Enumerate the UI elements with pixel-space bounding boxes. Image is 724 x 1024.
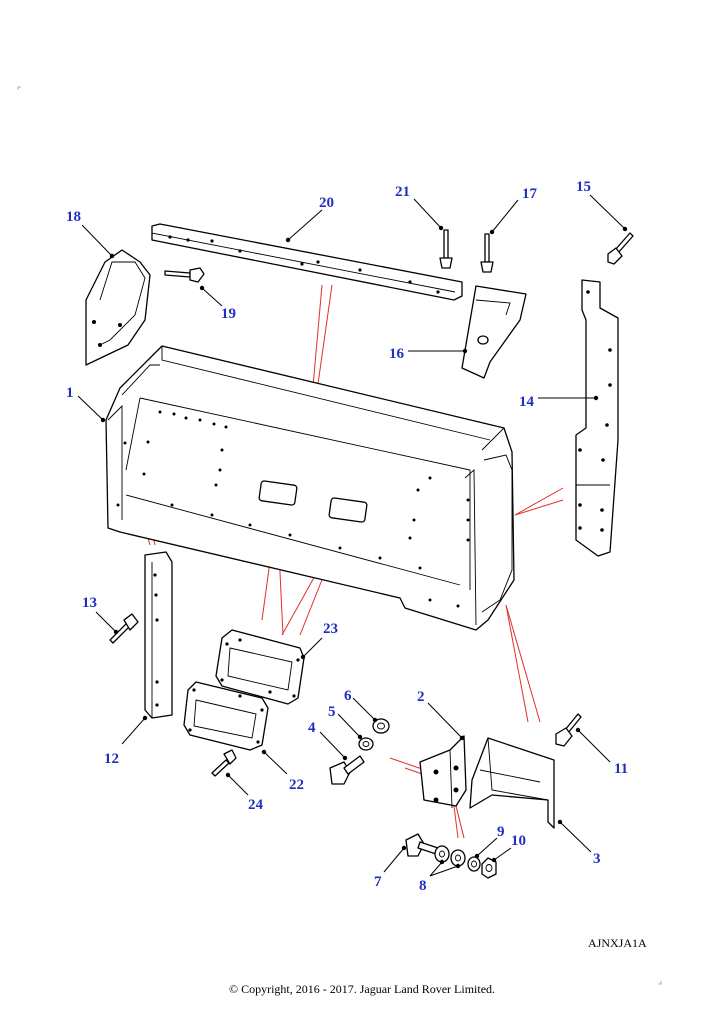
svg-text:20: 20 xyxy=(319,195,334,211)
corner-mark-top-left xyxy=(17,86,21,90)
callout-1: 1 xyxy=(66,385,106,423)
svg-text:14: 14 xyxy=(519,394,535,410)
callout-17: 17 xyxy=(489,186,538,235)
part-11-bolt xyxy=(555,713,582,747)
callout-11: 11 xyxy=(575,727,628,777)
svg-text:8: 8 xyxy=(419,878,427,894)
part-13-bolt xyxy=(109,613,139,644)
part-7-bolt xyxy=(405,833,439,857)
part-20-top-rail xyxy=(151,223,463,301)
callout-4: 4 xyxy=(308,720,348,761)
callout-14: 14 xyxy=(519,394,599,410)
part-2-bracket xyxy=(419,735,467,809)
svg-text:3: 3 xyxy=(593,851,601,867)
callout-24: 24 xyxy=(225,772,264,813)
svg-text:6: 6 xyxy=(344,688,352,704)
part-14-side-panel xyxy=(575,279,619,557)
svg-text:10: 10 xyxy=(511,833,526,849)
callout-20: 20 xyxy=(285,195,334,243)
svg-text:11: 11 xyxy=(614,761,628,777)
svg-text:19: 19 xyxy=(221,306,236,322)
svg-text:2: 2 xyxy=(417,689,425,705)
svg-text:1: 1 xyxy=(66,385,74,401)
svg-text:21: 21 xyxy=(395,184,410,200)
part-10-nut xyxy=(481,857,497,879)
callout-5: 5 xyxy=(328,704,363,740)
svg-text:23: 23 xyxy=(323,621,338,637)
callout-15: 15 xyxy=(576,179,628,232)
part-8-washers xyxy=(434,845,466,867)
callout-13: 13 xyxy=(82,595,119,635)
callout-7: 7 xyxy=(374,845,407,890)
callout-18: 18 xyxy=(66,209,115,259)
callout-6: 6 xyxy=(344,688,378,723)
callout-12: 12 xyxy=(104,715,148,767)
callout-16: 16 xyxy=(389,346,468,362)
part-5-washer xyxy=(358,737,374,751)
part-16-bracket xyxy=(461,285,527,379)
svg-text:12: 12 xyxy=(104,751,119,767)
diagram-reference-code: AJNXJA1A xyxy=(588,936,647,950)
part-18-bracket xyxy=(85,249,151,366)
part-3-bracket xyxy=(469,737,555,829)
callout-19: 19 xyxy=(199,285,236,322)
svg-text:5: 5 xyxy=(328,704,336,720)
copyright-notice: © Copyright, 2016 - 2017. Jaguar Land Ro… xyxy=(228,982,496,996)
svg-text:16: 16 xyxy=(389,346,405,362)
part-1-main-body xyxy=(105,345,515,631)
svg-text:13: 13 xyxy=(82,595,97,611)
corner-mark-bottom-right xyxy=(658,981,662,985)
callout-10: 10 xyxy=(491,833,526,863)
svg-text:4: 4 xyxy=(308,720,316,736)
callout-8: 8 xyxy=(419,859,461,894)
svg-text:15: 15 xyxy=(576,179,591,195)
callout-21: 21 xyxy=(395,184,444,231)
part-12-strip xyxy=(144,551,173,719)
callout-9: 9 xyxy=(474,824,505,859)
callout-3: 3 xyxy=(557,819,601,867)
svg-text:18: 18 xyxy=(66,209,81,225)
callout-23: 23 xyxy=(300,621,338,660)
part-17-bolt xyxy=(480,233,494,273)
part-21-bolt xyxy=(439,229,453,269)
part-22-gasket xyxy=(183,681,269,751)
svg-text:24: 24 xyxy=(248,797,264,813)
part-15-bolt xyxy=(607,232,634,265)
svg-text:9: 9 xyxy=(497,824,505,840)
svg-text:22: 22 xyxy=(289,777,304,793)
part-6-washer xyxy=(372,718,390,734)
body-holes xyxy=(116,410,470,608)
part-24-screw xyxy=(211,749,237,777)
callouts: 1 2 3 4 5 6 7 8 9 10 11 12 13 14 xyxy=(66,179,628,894)
part-4-bolt xyxy=(329,755,365,785)
callout-22: 22 xyxy=(261,749,304,793)
svg-text:17: 17 xyxy=(522,186,538,202)
part-19-rivet xyxy=(164,267,205,283)
part-23-gasket xyxy=(215,629,305,705)
part-9-washer xyxy=(467,856,481,872)
svg-text:7: 7 xyxy=(374,874,382,890)
callout-2: 2 xyxy=(417,689,465,741)
